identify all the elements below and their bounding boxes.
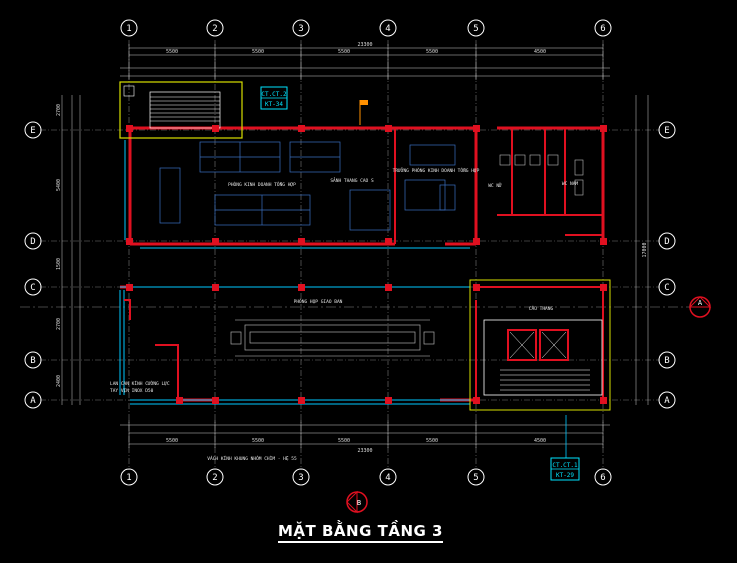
axis-label-bottom-3: 3 bbox=[298, 473, 303, 483]
dimension-lines-bottom bbox=[120, 420, 610, 448]
elevator-tag bbox=[550, 415, 580, 481]
dim-top-1: 5500 bbox=[166, 49, 178, 55]
note-handrail: TAY VỊN INOX D50 bbox=[110, 388, 154, 394]
glass-walls bbox=[119, 140, 470, 405]
axis-label-right-a: A bbox=[664, 396, 670, 406]
axis-label-top-2: 2 bbox=[212, 24, 217, 34]
dim-right-total: 17000 bbox=[642, 242, 648, 257]
axis-bubbles-bottom bbox=[120, 468, 612, 486]
dim-top-5: 4500 bbox=[534, 49, 546, 55]
dim-bottom-1: 5500 bbox=[166, 438, 178, 444]
note-balcony: LAN CAN KÍNH CƯỜNG LỰC bbox=[110, 379, 170, 387]
axis-label-right-e: E bbox=[664, 126, 669, 136]
axis-label-right-d: D bbox=[664, 237, 669, 247]
dim-left-2: 5400 bbox=[56, 179, 62, 191]
room-label-stair: CẦU THANG bbox=[529, 305, 554, 312]
dim-bottom-5: 4500 bbox=[534, 438, 546, 444]
axis-label-bottom-6: 6 bbox=[600, 473, 605, 483]
dim-left-5: 2400 bbox=[56, 375, 62, 387]
room-label-hall: SẢNH THANG CAO S bbox=[330, 176, 374, 184]
section-marker-b bbox=[346, 490, 368, 514]
room-label-manager: TRƯỞNG PHÒNG KINH DOANH TỔNG HỢP bbox=[393, 166, 480, 174]
elevator-core bbox=[469, 279, 611, 411]
room-label-wc-female: WC NỮ bbox=[488, 182, 502, 189]
axis-label-left-b: B bbox=[30, 356, 35, 366]
axis-label-bottom-1: 1 bbox=[126, 473, 131, 483]
axis-label-bottom-4: 4 bbox=[385, 473, 390, 483]
dim-top-4: 5500 bbox=[426, 49, 438, 55]
balcony-rail bbox=[124, 299, 179, 400]
axis-label-top-6: 6 bbox=[600, 24, 605, 34]
room-label-meeting: PHÒNG HỌP GIAO BAN bbox=[294, 298, 343, 305]
axis-label-top-5: 5 bbox=[473, 24, 478, 34]
dim-bottom-2: 5500 bbox=[252, 438, 264, 444]
dimension-lines-left bbox=[61, 95, 649, 405]
axis-bubbles-left bbox=[24, 121, 42, 409]
axis-label-right-c: C bbox=[664, 283, 669, 293]
axis-label-left-e: E bbox=[30, 126, 35, 136]
interior-walls bbox=[394, 128, 604, 400]
wc-fixtures bbox=[499, 154, 584, 196]
axis-label-right-b: B bbox=[664, 356, 669, 366]
dim-overall-bottom: 23300 bbox=[357, 448, 372, 454]
axis-bubbles-right bbox=[658, 121, 676, 409]
dim-left-1: 2700 bbox=[56, 104, 62, 116]
dim-bottom-4: 5500 bbox=[426, 438, 438, 444]
stair-tag bbox=[260, 86, 288, 110]
axis-label-top-3: 3 bbox=[298, 24, 303, 34]
dim-top-3: 5500 bbox=[338, 49, 350, 55]
dim-left-4: 2700 bbox=[56, 318, 62, 330]
structural-columns bbox=[126, 125, 607, 404]
note-glass-wall: VÁCH KÍNH KHUNG NHÔM CHÌM - HỆ 55 bbox=[207, 454, 297, 462]
stair-sheet-label: KT-34 bbox=[265, 101, 283, 108]
level-flag-icon bbox=[359, 100, 368, 125]
dimension-lines-top bbox=[120, 44, 610, 80]
axis-label-bottom-5: 5 bbox=[473, 473, 478, 483]
dim-overall-top: 23300 bbox=[357, 42, 372, 48]
elevator-sheet-label: KT-29 bbox=[556, 472, 574, 479]
stair-tag-label: CT.CT.2 bbox=[261, 91, 287, 98]
section-marker-b-label: B bbox=[357, 499, 361, 507]
dim-left-3: 1500 bbox=[56, 258, 62, 270]
dim-bottom-3: 5500 bbox=[338, 438, 350, 444]
room-label-wc-male: WC NAM bbox=[562, 181, 579, 187]
elevator-tag-label: CT.CT.1 bbox=[552, 462, 578, 469]
axis-label-left-d: D bbox=[30, 237, 35, 247]
section-marker-a-label: A bbox=[698, 299, 703, 307]
axis-bubbles-top bbox=[120, 19, 612, 37]
axis-label-left-c: C bbox=[30, 283, 35, 293]
axis-label-top-1: 1 bbox=[126, 24, 131, 34]
drawing-title: MẶT BẰNG TẦNG 3 bbox=[278, 522, 443, 543]
meeting-table bbox=[230, 319, 435, 357]
stair-top-left bbox=[119, 81, 243, 139]
axis-label-top-4: 4 bbox=[385, 24, 390, 34]
axis-label-left-a: A bbox=[30, 396, 36, 406]
axis-label-bottom-2: 2 bbox=[212, 473, 217, 483]
office-furniture bbox=[159, 141, 456, 231]
section-marker-a bbox=[688, 296, 712, 318]
room-label-office: PHÒNG KINH DOANH TỔNG HỢP bbox=[228, 181, 296, 188]
dim-top-2: 5500 bbox=[252, 49, 264, 55]
